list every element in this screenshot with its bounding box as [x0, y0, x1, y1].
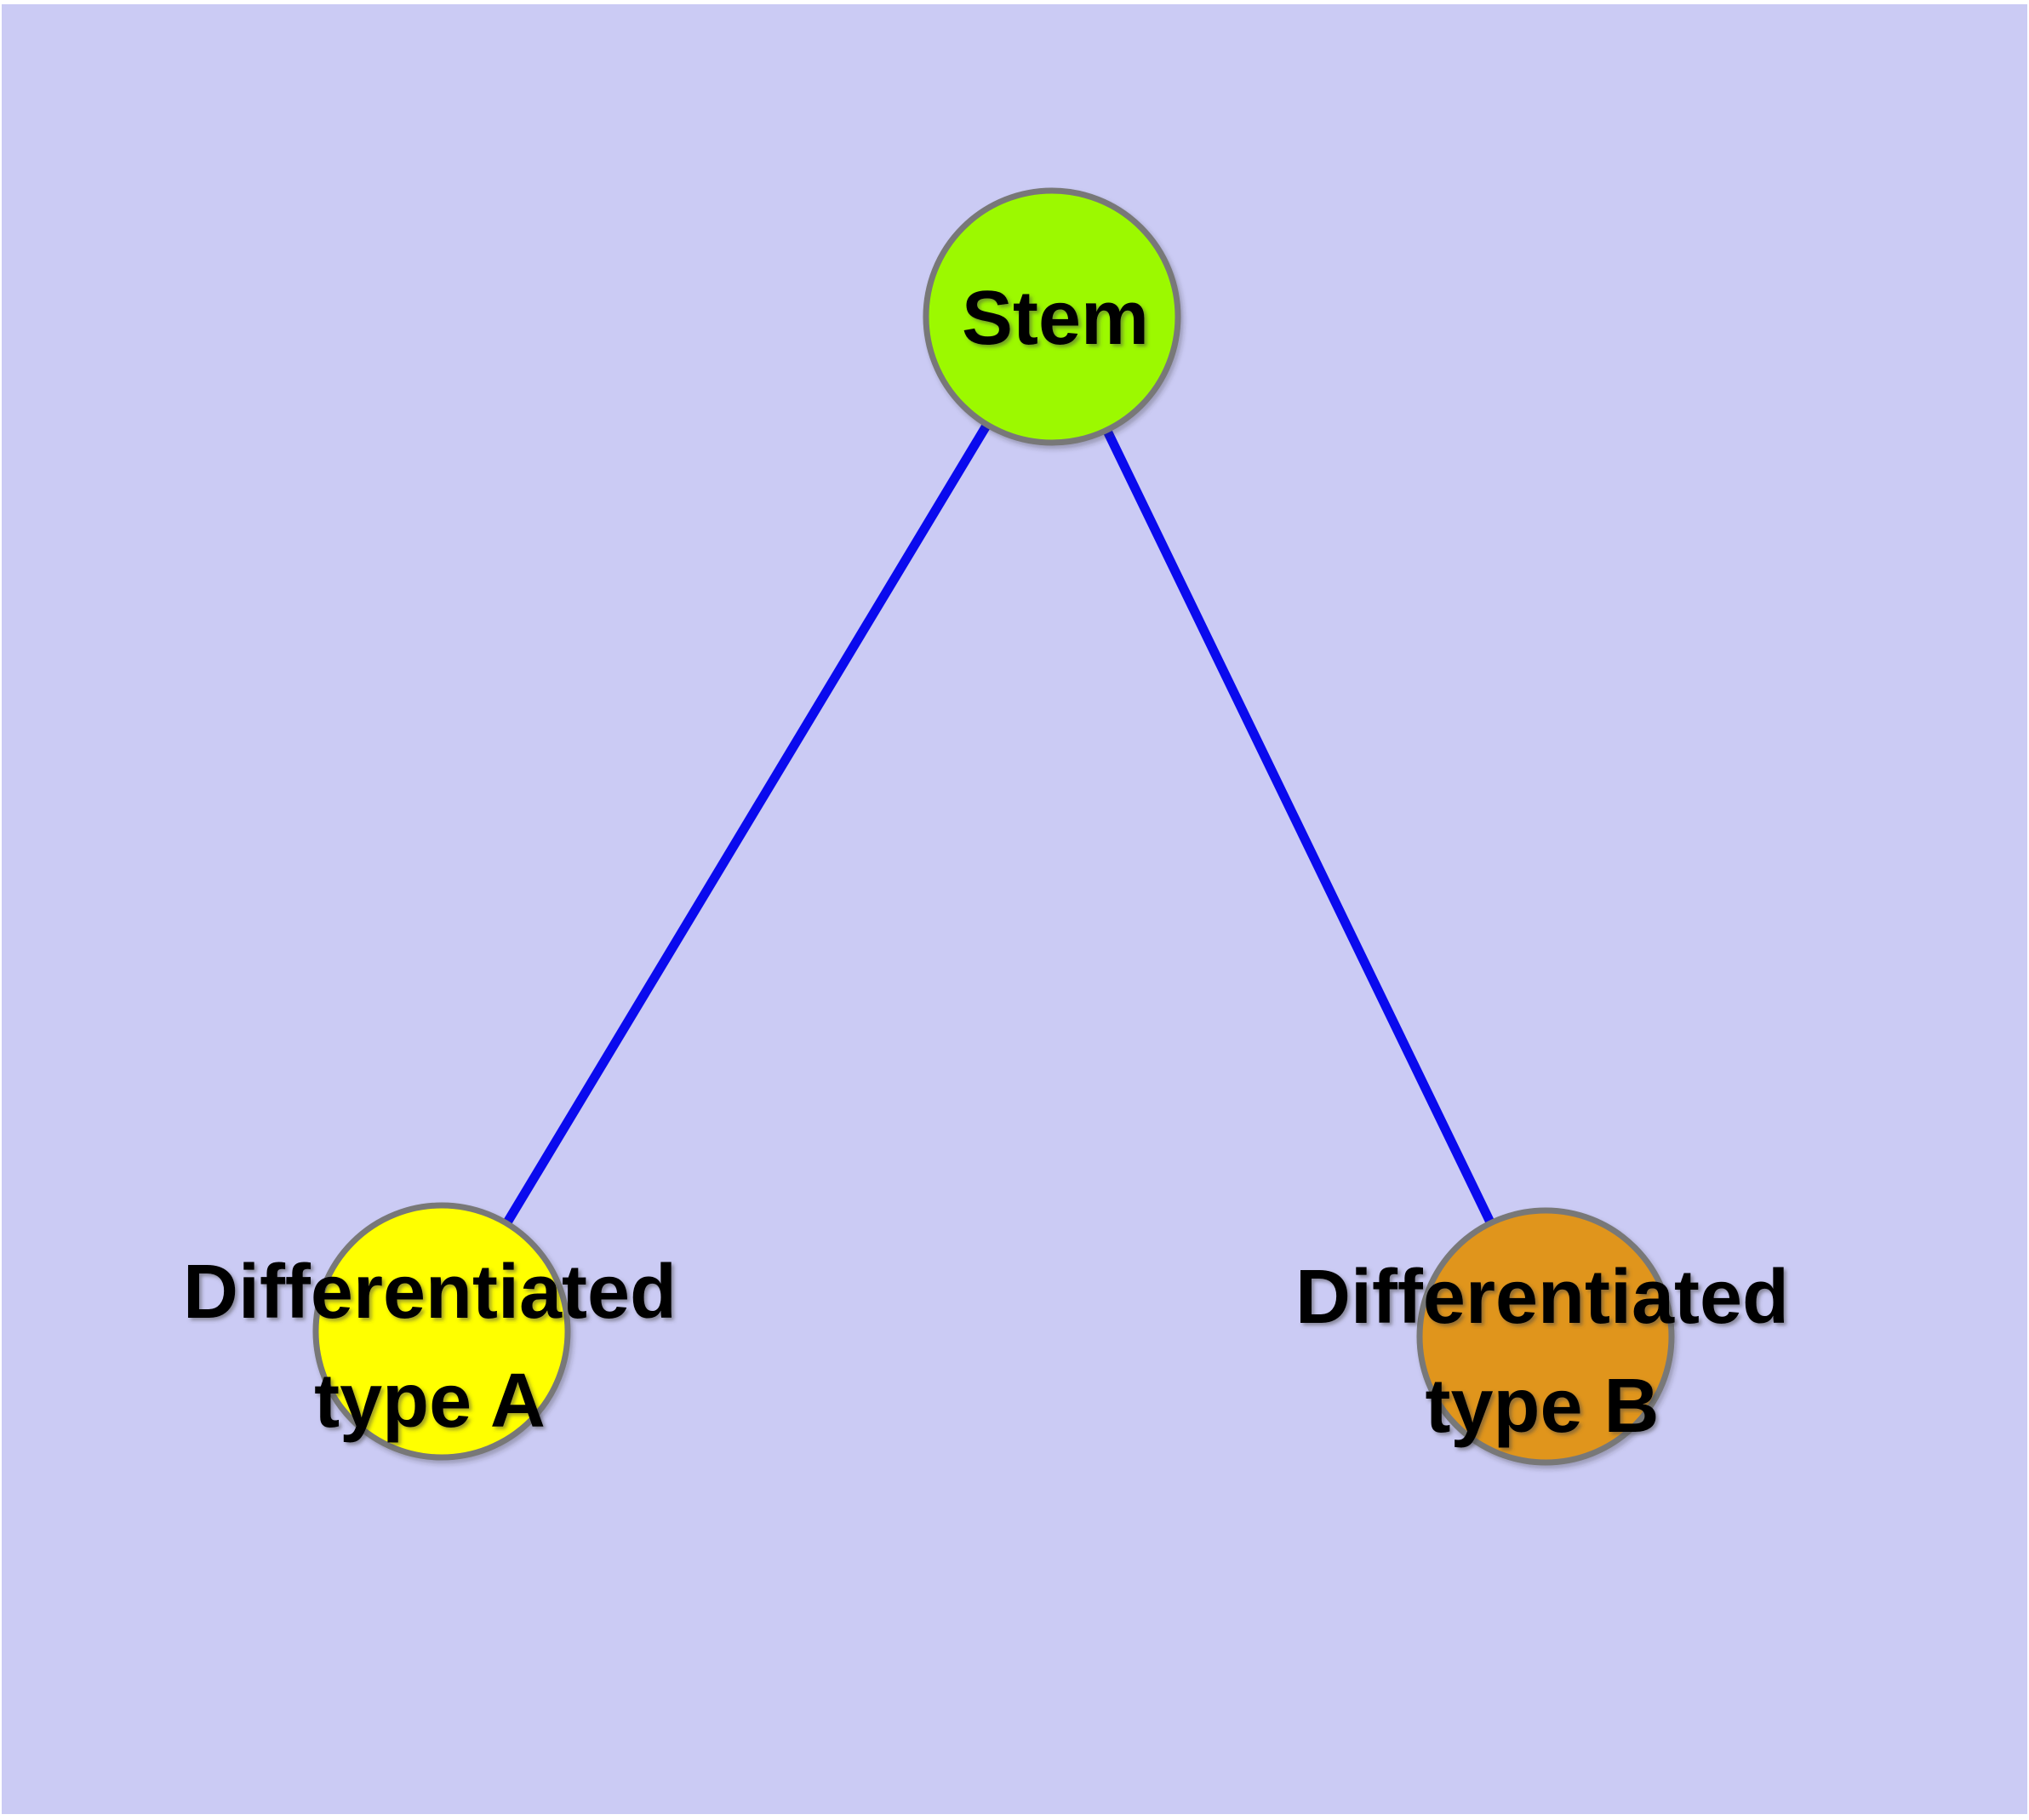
node-stem-label: Stem [962, 276, 1149, 361]
node-stem [923, 187, 1181, 446]
node-differentiated-type-a [312, 1202, 571, 1461]
node-type-a-label-line2: type A [314, 1359, 546, 1444]
edge-stem-to-type-a [437, 314, 1056, 1334]
node-type-a-label-line1: Differentiated [183, 1250, 677, 1335]
node-differentiated-type-b [1416, 1207, 1675, 1466]
edge-stem-to-type-b [1048, 314, 1550, 1339]
node-type-b-label-line1: Differentiated [1295, 1255, 1789, 1340]
node-type-b-label-line2: type B [1425, 1364, 1659, 1449]
